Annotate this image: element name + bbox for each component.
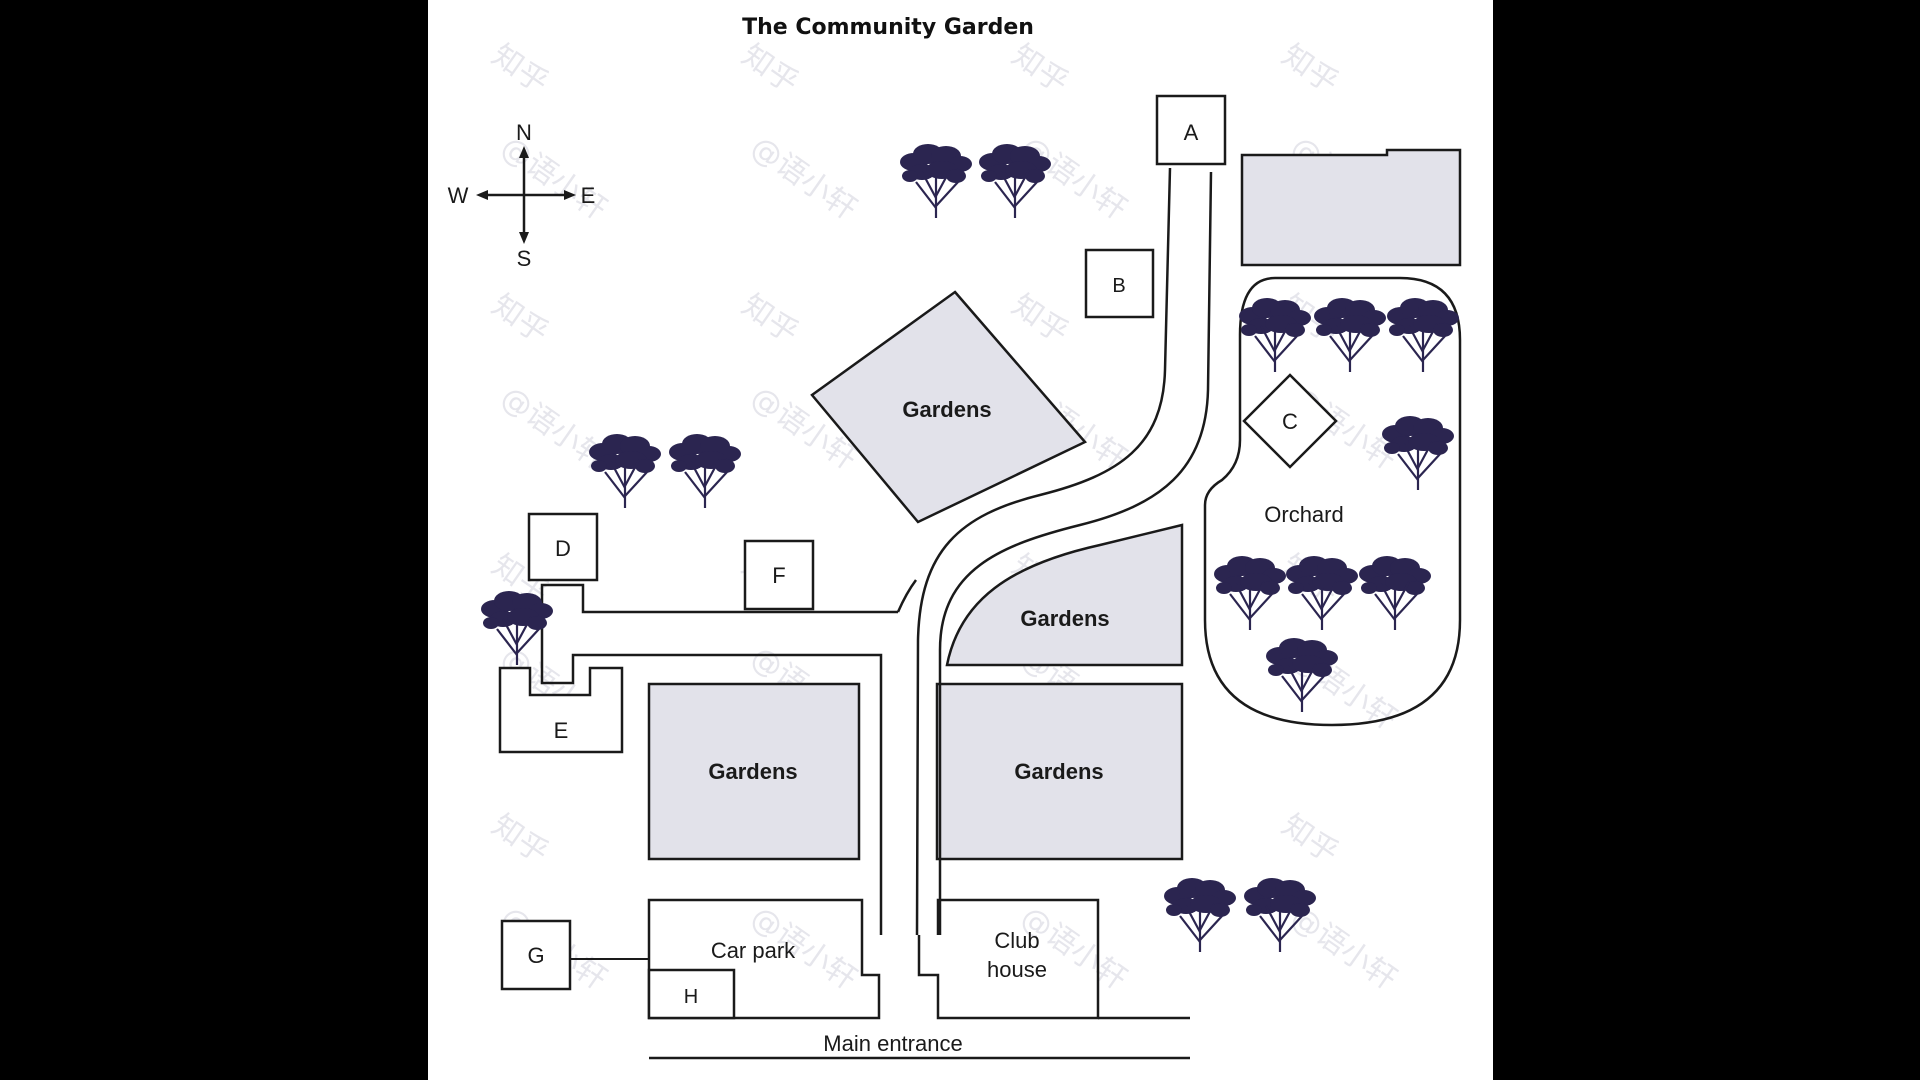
location-c-label: C [1282, 409, 1298, 434]
west-path [540, 579, 918, 935]
compass-south-label: S [517, 246, 532, 271]
tree-icon [1239, 298, 1311, 372]
map-title: The Community Garden [742, 15, 1034, 40]
garden-label-southeast: Gardens [1014, 759, 1103, 784]
tree-icon [589, 434, 661, 508]
west-path-outline [540, 583, 898, 935]
compass-east-label: E [581, 183, 596, 208]
location-g-label: G [527, 943, 544, 968]
location-d-box [527, 512, 599, 582]
location-f-label: F [772, 563, 785, 588]
garden-plot-southeast [935, 682, 1184, 861]
location-d-label: D [555, 536, 571, 561]
location-h-box [647, 968, 736, 1020]
tree-icon [1244, 878, 1316, 952]
garden-label-northwest: Gardens [902, 397, 991, 422]
east-arrow-icon [564, 190, 576, 200]
tree-icon [1382, 416, 1454, 490]
garden-label-east: Gardens [1020, 606, 1109, 631]
tree-icon [1286, 556, 1358, 630]
car-park-label: Car park [711, 938, 796, 963]
club-house-label-line1: Club [994, 928, 1039, 953]
compass-west-label: W [448, 183, 469, 208]
garden-plots [647, 148, 1462, 861]
location-e-label: E [554, 718, 569, 743]
club-house-label-line2: house [987, 957, 1047, 982]
location-b-box [1084, 248, 1155, 319]
south-arrow-icon [519, 232, 529, 244]
location-c-diamond [1242, 373, 1338, 469]
tree-layer [481, 144, 1459, 952]
west-arrow-icon [476, 190, 488, 200]
location-e-building [498, 666, 624, 754]
tree-icon [669, 434, 741, 508]
location-f-box [743, 539, 815, 611]
garden-plot-east [945, 523, 1184, 667]
location-a-label: A [1184, 120, 1199, 145]
orchard-boundary [1203, 276, 1462, 727]
location-g-box [500, 919, 572, 991]
location-a-box [1155, 94, 1227, 166]
tree-icon [1266, 638, 1338, 712]
compass-north-label: N [516, 120, 532, 145]
garden-label-southwest: Gardens [708, 759, 797, 784]
orchard-label: Orchard [1264, 502, 1343, 527]
location-b-label: B [1112, 275, 1125, 297]
west-path-junction [896, 579, 918, 613]
tree-icon [979, 144, 1051, 218]
club-house-outline [917, 898, 1100, 1020]
tree-icon [900, 144, 972, 218]
shaded-plot-northeast [1240, 148, 1462, 267]
main-path-west-edge [915, 167, 1172, 936]
tree-icon [481, 591, 553, 665]
car-park-outline [647, 898, 881, 1020]
garden-plot-northwest [810, 290, 1088, 524]
garden-plot-southwest [647, 682, 861, 861]
tree-icon [1387, 298, 1459, 372]
tree-icon [1164, 878, 1236, 952]
main-path [915, 167, 1213, 936]
main-path-east-edge [938, 171, 1213, 935]
main-entrance-label: Main entrance [823, 1031, 962, 1056]
tree-icon [1359, 556, 1431, 630]
north-arrow-icon [519, 146, 529, 158]
location-h-label: H [684, 986, 698, 1008]
tree-icon [1314, 298, 1386, 372]
tree-icon [1214, 556, 1286, 630]
compass-rose: N S W E [448, 120, 596, 271]
